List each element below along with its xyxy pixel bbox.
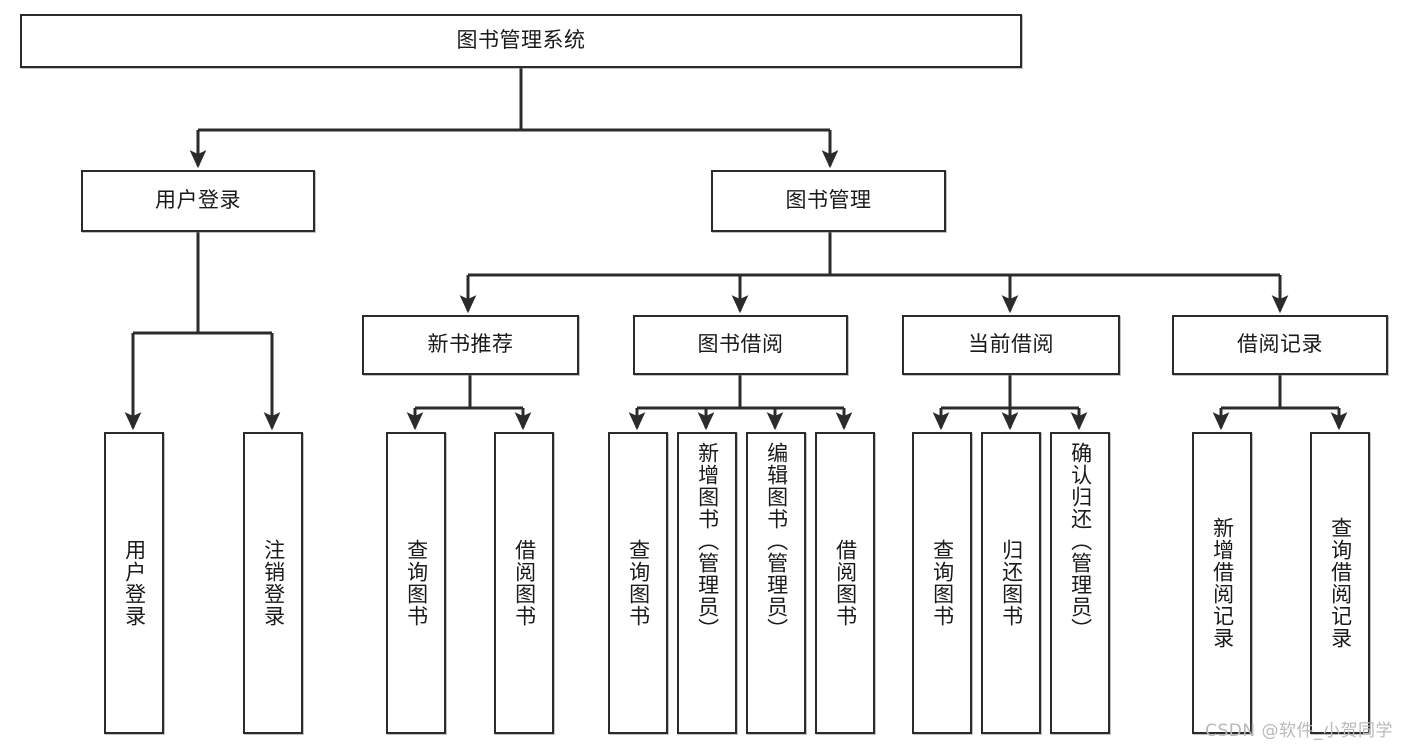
leaf-book-borrow-borrow-book[interactable]: 借阅图书 [815,432,875,734]
node-label: 查询图书 [404,539,429,627]
node-label: 当前借阅 [968,332,1054,357]
leaf-user-login-logout[interactable]: 注销登录 [243,432,303,734]
leaf-new-book-query-book[interactable]: 查询图书 [386,432,446,734]
node-label: 用户登录 [122,539,147,627]
node-book-borrow[interactable]: 图书借阅 [633,315,848,375]
node-label: 新书推荐 [427,332,514,357]
node-label: 图书管理 [785,188,872,213]
leaf-current-borrow-confirm-return[interactable]: 确认归还（管理员） [1050,432,1110,734]
node-label: 图书借阅 [697,332,784,357]
node-label: 借阅图书 [833,539,858,627]
leaf-book-borrow-edit-book[interactable]: 编辑图书（管理员） [746,432,806,734]
leaf-current-borrow-return-book[interactable]: 归还图书 [981,432,1041,734]
node-label: 新增借阅记录 [1210,517,1235,649]
node-label: 确认归还（管理员） [1068,442,1093,640]
leaf-book-borrow-add-book[interactable]: 新增图书（管理员） [677,432,737,734]
leaf-book-borrow-query-book[interactable]: 查询图书 [608,432,668,734]
node-label: 查询图书 [626,539,651,627]
node-label: 借阅记录 [1237,332,1323,357]
node-book-management[interactable]: 图书管理 [711,170,946,232]
leaf-current-borrow-query-book[interactable]: 查询图书 [912,432,972,734]
node-label: 编辑图书（管理员） [764,442,789,640]
node-label: 查询图书 [930,539,955,627]
node-label: 借阅图书 [512,539,537,627]
node-label: 归还图书 [999,539,1024,627]
node-label: 用户登录 [155,188,241,213]
node-label: 查询借阅记录 [1328,517,1353,649]
leaf-borrow-record-add-record[interactable]: 新增借阅记录 [1192,432,1252,734]
node-label: 图书管理系统 [456,28,586,53]
leaf-borrow-record-query-record[interactable]: 查询借阅记录 [1310,432,1370,734]
node-current-borrow[interactable]: 当前借阅 [902,315,1120,375]
leaf-new-book-borrow-book[interactable]: 借阅图书 [494,432,554,734]
node-user-login[interactable]: 用户登录 [81,170,315,232]
node-label: 注销登录 [261,539,286,627]
node-label: 新增图书（管理员） [695,442,720,640]
csdn-watermark: CSDN @软件_小贺同学 [1205,721,1393,741]
leaf-user-login-login[interactable]: 用户登录 [104,432,164,734]
node-new-book-recommend[interactable]: 新书推荐 [362,315,579,375]
node-root-book-management-system[interactable]: 图书管理系统 [20,14,1022,68]
node-borrow-record[interactable]: 借阅记录 [1172,315,1388,375]
